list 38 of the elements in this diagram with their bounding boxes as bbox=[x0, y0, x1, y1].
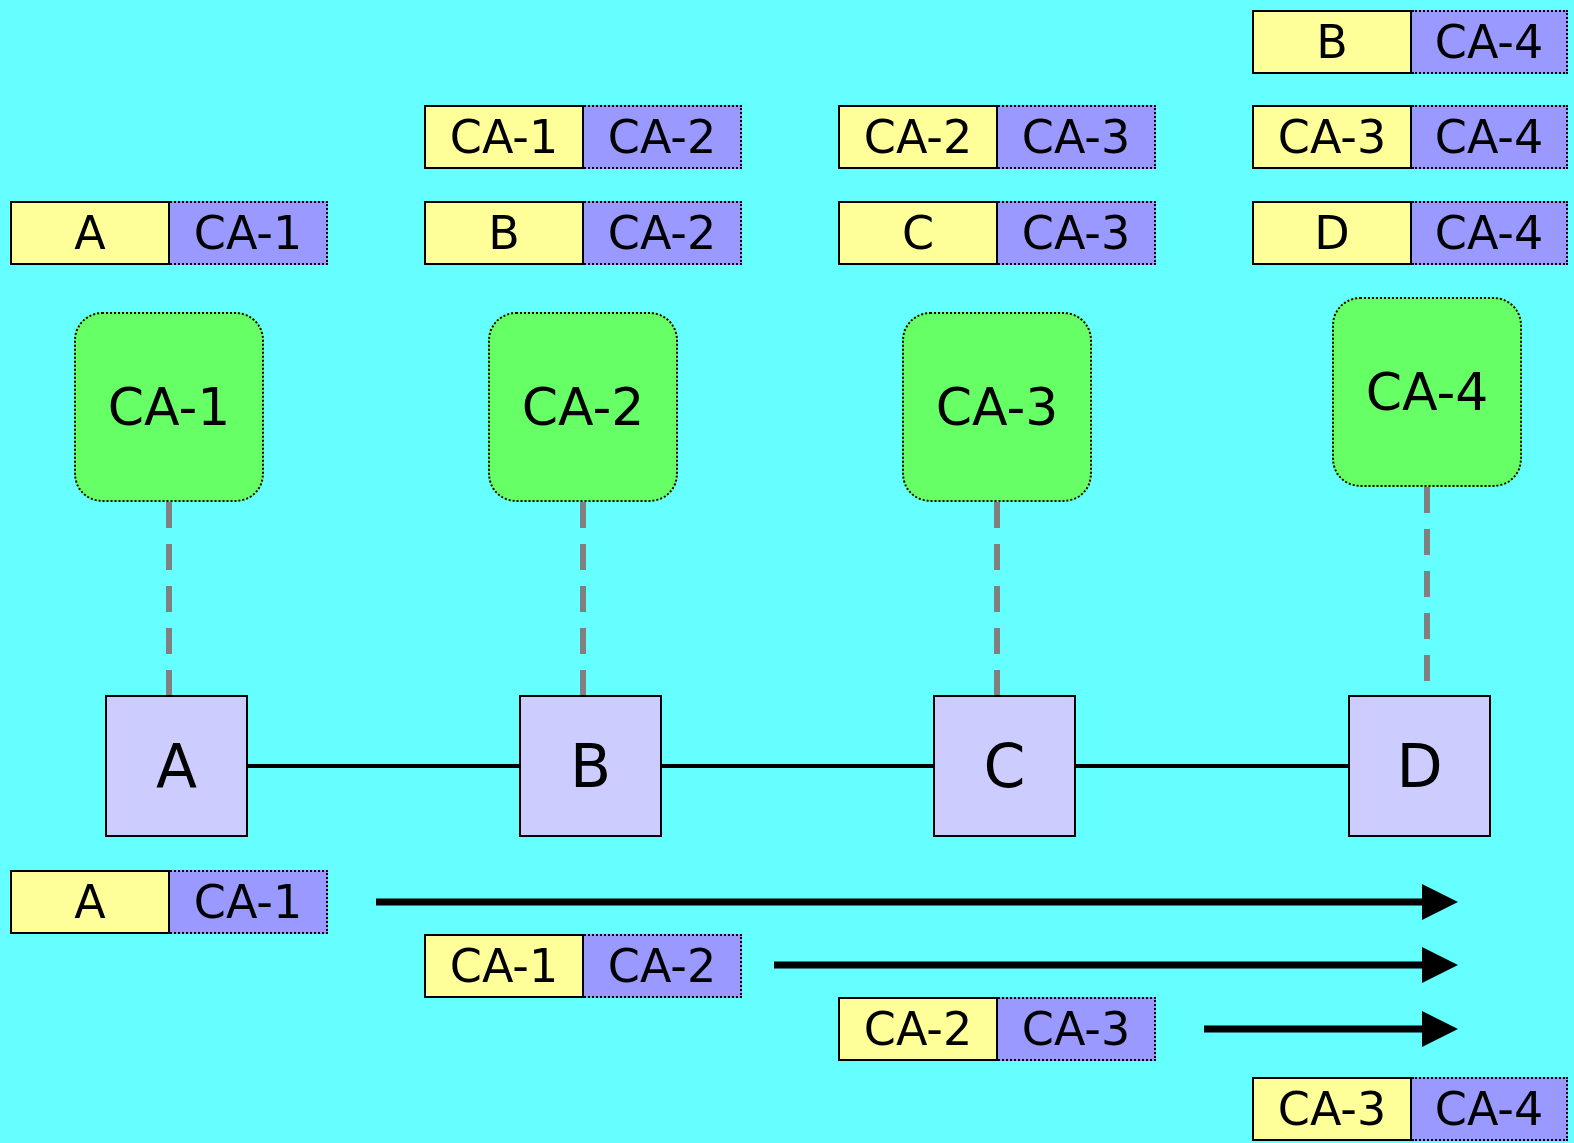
certificate-subject: CA-2 bbox=[838, 105, 998, 169]
dashed-connector bbox=[994, 502, 1000, 695]
certificate-subject: A bbox=[10, 870, 170, 934]
dashed-connector bbox=[166, 502, 172, 695]
certificate-subject: CA-2 bbox=[838, 997, 998, 1061]
ca-box: CA-4 bbox=[1332, 297, 1522, 487]
entity-box: A bbox=[105, 695, 248, 837]
certificate-issuer: CA-3 bbox=[998, 201, 1156, 265]
link-line bbox=[1076, 764, 1348, 768]
certificate-issuer: CA-2 bbox=[584, 201, 742, 265]
certificate-issuer: CA-1 bbox=[170, 201, 328, 265]
ca-box: CA-3 bbox=[902, 312, 1092, 502]
certificate-subject: C bbox=[838, 201, 998, 265]
certificate-subject: CA-1 bbox=[424, 934, 584, 998]
certificate-issuer: CA-4 bbox=[1412, 105, 1568, 169]
link-line bbox=[662, 764, 933, 768]
certificate-issuer: CA-3 bbox=[998, 997, 1156, 1061]
entity-box: C bbox=[933, 695, 1076, 837]
certificate-issuer: CA-2 bbox=[584, 934, 742, 998]
certificate-issuer: CA-1 bbox=[170, 870, 328, 934]
certificate-subject: D bbox=[1252, 201, 1412, 265]
certificate-subject: CA-3 bbox=[1252, 105, 1412, 169]
certificate-issuer: CA-4 bbox=[1412, 1077, 1568, 1141]
entity-box: D bbox=[1348, 695, 1491, 837]
certificate-issuer: CA-4 bbox=[1412, 201, 1568, 265]
ca-box: CA-1 bbox=[74, 312, 264, 502]
certificate-subject: B bbox=[1252, 10, 1412, 74]
link-line bbox=[248, 764, 519, 768]
certificate-subject: CA-1 bbox=[424, 105, 584, 169]
certificate-subject: A bbox=[10, 201, 170, 265]
certificate-issuer: CA-4 bbox=[1412, 10, 1568, 74]
certificate-issuer: CA-2 bbox=[584, 105, 742, 169]
certificate-subject: B bbox=[424, 201, 584, 265]
ca-box: CA-2 bbox=[488, 312, 678, 502]
certificate-subject: CA-3 bbox=[1252, 1077, 1412, 1141]
dashed-connector bbox=[580, 502, 586, 695]
entity-box: B bbox=[519, 695, 662, 837]
certificate-issuer: CA-3 bbox=[998, 105, 1156, 169]
